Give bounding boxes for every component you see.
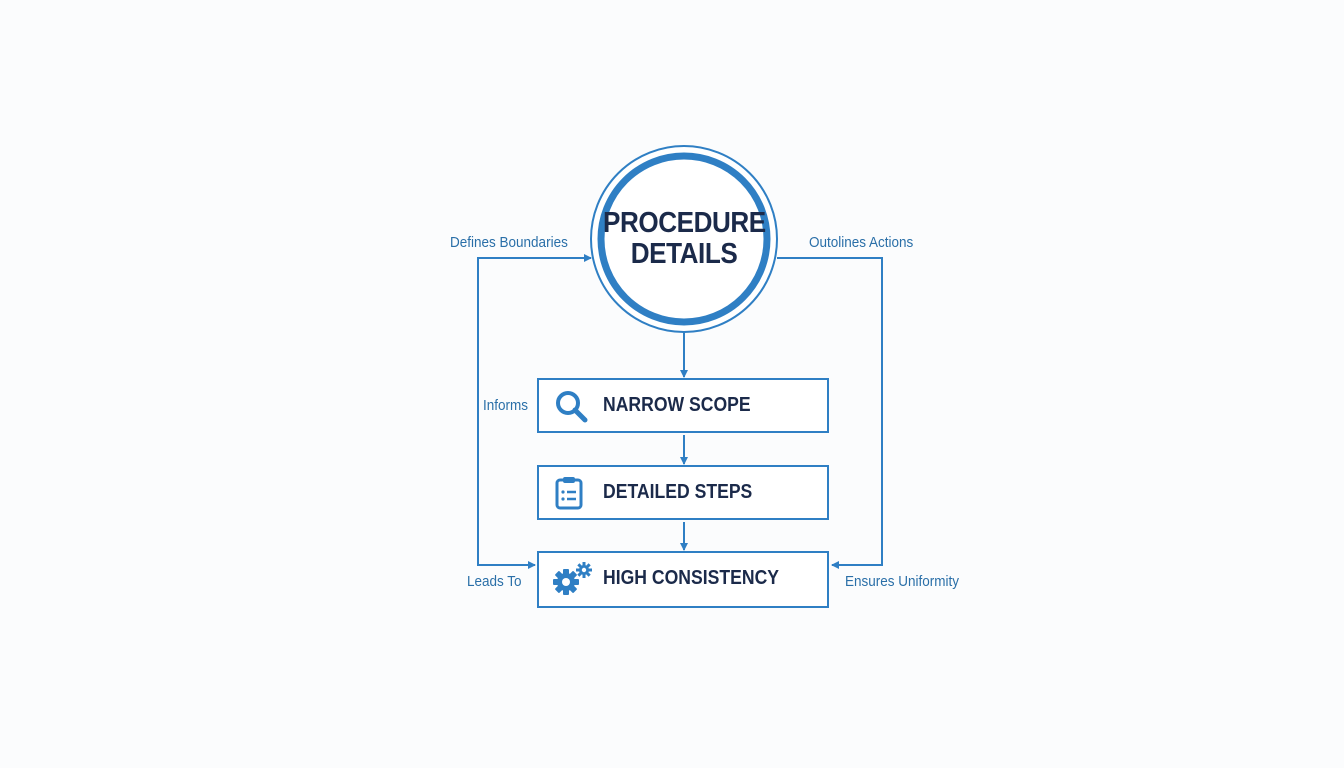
- box-label: DETAILED STEPS: [603, 481, 753, 503]
- edge-label-ensures-uniformity: Ensures Uniformity: [845, 573, 960, 590]
- central-node-line2: DETAILS: [630, 238, 738, 270]
- central-circle: [590, 145, 778, 333]
- box-narrow-scope: NARROW SCOPE: [537, 378, 829, 433]
- box-label: NARROW SCOPE: [603, 394, 751, 416]
- clipboard-checklist-icon: [555, 477, 583, 510]
- box-label: HIGH CONSISTENCY: [603, 567, 780, 589]
- edge-label-defines-boundaries: Defines Boundaries: [450, 234, 568, 251]
- box-high-consistency: HIGH CONSISTENCY: [537, 551, 829, 608]
- edge-label-leads-to: Leads To: [467, 573, 522, 590]
- central-node-line1: PROCEDURE: [603, 207, 766, 239]
- magnifier-icon: [556, 391, 588, 423]
- edge-label-informs: Informs: [483, 397, 529, 414]
- central-node-title: PROCEDURE DETAILS: [603, 207, 766, 270]
- box-detailed-steps: DETAILED STEPS: [537, 465, 829, 520]
- edge-label-outlines-actions: Outolines Actions: [809, 234, 914, 251]
- gears-icon: [553, 562, 592, 595]
